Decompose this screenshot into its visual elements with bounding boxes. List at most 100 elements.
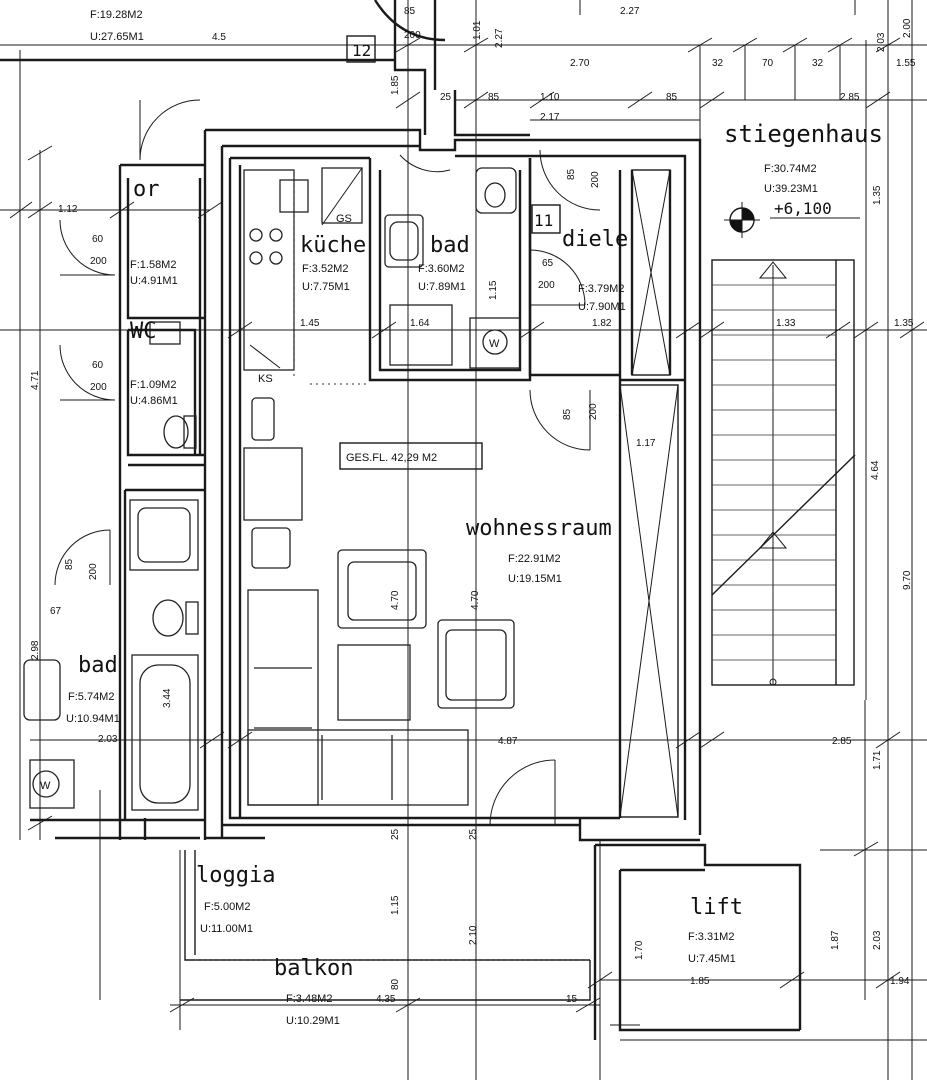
diele-area: F:3.79M2: [578, 283, 624, 295]
washer2-label: W: [40, 780, 51, 792]
stair-cut-line: [711, 454, 856, 596]
dim-label: 2.98: [30, 640, 41, 660]
dim-label: 2.85: [840, 92, 860, 103]
stair-treads: [712, 284, 836, 661]
dim-label: 200: [590, 171, 601, 188]
stiegenhaus-area: stiegenhaus F:30.74M2 U:39.23M1 +6,100 1…: [711, 120, 914, 770]
dim-label: 85: [488, 92, 500, 103]
dim-label: 60: [92, 234, 104, 245]
dim-label: 1.15: [390, 895, 401, 915]
dim-label: 85: [566, 168, 577, 180]
level-marker-icon: [724, 202, 760, 238]
dim-label: 2.85: [832, 736, 852, 747]
bad1-room: W bad F:3.60M2 U:7.89M1 1.64 1.15 11: [384, 167, 561, 369]
door-swings: [54, 99, 701, 826]
apartment-11-label: 11: [534, 211, 553, 230]
washer-label: W: [489, 338, 500, 350]
washer-icon: [482, 329, 508, 355]
kueche-room: GS KS küche F:3.52M2 U:7.75M1 1.45: [243, 167, 366, 385]
stiegenhaus-perimeter: U:39.23M1: [764, 183, 818, 195]
dim-label: 85: [404, 6, 416, 17]
bad1-name: bad: [430, 233, 470, 258]
balkon-area: F:3.48M2: [286, 993, 332, 1005]
balkon-name: balkon: [274, 956, 353, 981]
dim-label: 1.82: [592, 318, 612, 329]
dim-label: 1.64: [410, 318, 430, 329]
lift-name: lift: [690, 895, 743, 920]
dim-label: 2.03: [876, 32, 887, 52]
diele-perimeter: U:7.90M1: [578, 301, 626, 313]
dim-label: 1.33: [776, 318, 796, 329]
dim-label: 4.87: [498, 736, 518, 747]
wc-name: WC: [130, 319, 157, 344]
dim-label: 70: [762, 58, 774, 69]
dim-label: 1.35: [872, 185, 883, 205]
total-area-label: GES.FL. 42,29 M2: [346, 452, 437, 464]
dim-label: 4.5: [212, 32, 226, 43]
dim-label: 200: [90, 256, 107, 267]
stair-arrow-icon: [758, 531, 788, 549]
dim-label: 15: [566, 994, 578, 1005]
dim-label: 1.12: [58, 204, 78, 215]
dim-label: 2.03: [872, 930, 883, 950]
dim-label: 200: [588, 403, 599, 420]
stiegenhaus-name: stiegenhaus: [724, 120, 883, 148]
dim-label: 85: [64, 558, 75, 570]
dim-label: 4.70: [470, 590, 481, 610]
total-area-box: [339, 442, 483, 470]
dim-label: 4.64: [870, 460, 881, 480]
dim-label: 25: [390, 828, 401, 840]
wc-area: F:1.09M2: [130, 379, 176, 391]
dim-label: 1.85: [690, 976, 710, 987]
top-neighbor-area: 12 F:19.28M2 U:27.65M1 4.5 85 200 2.27 2…: [0, 0, 916, 137]
apartment-12-marker: [346, 35, 376, 63]
dim-label: 3.44: [162, 688, 173, 708]
loggia-name: loggia: [196, 863, 275, 888]
gs-label: GS: [336, 213, 352, 225]
dim-label: 2.27: [620, 6, 640, 17]
vor-wc-rooms: or F:1.58M2 U:4.91M1 WC F:1.09M2 U:4.86M…: [30, 177, 197, 449]
dim-label: 1.10: [540, 92, 560, 103]
stiegenhaus-area-value: F:30.74M2: [764, 163, 817, 175]
vor-name: or: [133, 177, 160, 202]
apartment-11-marker: [531, 204, 561, 234]
dim-label: 1.35: [894, 318, 914, 329]
top-room-area: F:19.28M2: [90, 9, 143, 21]
lift-area: F:3.31M2: [688, 931, 734, 943]
dim-label: 200: [88, 563, 99, 580]
dim-label: 1.71: [872, 750, 883, 770]
bad1-area: F:3.60M2: [418, 263, 464, 275]
bad2-name: bad: [78, 653, 118, 678]
dim-label: 1.01: [472, 20, 483, 40]
vor-area: F:1.58M2: [130, 259, 176, 271]
dim-label: 1.17: [636, 438, 656, 449]
diele-name: diele: [562, 227, 628, 252]
ks-label: KS: [258, 373, 273, 385]
dim-label: 1.87: [830, 930, 841, 950]
dim-label: 1.85: [390, 75, 401, 95]
dim-label: 4.71: [30, 370, 41, 390]
bad1-perimeter: U:7.89M1: [418, 281, 466, 293]
dim-label: 25: [440, 92, 452, 103]
top-room-perimeter: U:27.65M1: [90, 31, 144, 43]
kueche-name: küche: [300, 233, 366, 258]
dim-label: 32: [712, 58, 724, 69]
dim-label: 32: [812, 58, 824, 69]
diele-room: diele F:3.79M2 U:7.90M1 1.82 65 200 85 2…: [538, 168, 671, 376]
dim-label: 1.55: [896, 58, 916, 69]
loggia-area: F:5.00M2: [204, 901, 250, 913]
dim-label: 2.00: [902, 18, 913, 38]
dim-label: 2.03: [98, 734, 118, 745]
lift-room: lift F:3.31M2 U:7.45M1 1.85 1.70 1.87 2.…: [593, 843, 927, 1041]
wohnessraum-area: F:22.91M2: [508, 553, 561, 565]
dim-label: 67: [50, 606, 62, 617]
dim-label: 85: [562, 408, 573, 420]
dim-label: 2.17: [540, 112, 560, 123]
dim-label: 1.70: [634, 940, 645, 960]
dim-label: 4.70: [390, 590, 401, 610]
bad2-room: W bad F:5.74M2 U:10.94M1 2.03 3.44 85 20…: [23, 499, 199, 811]
dim-label: 200: [538, 280, 555, 291]
dim-label: 65: [542, 258, 554, 269]
